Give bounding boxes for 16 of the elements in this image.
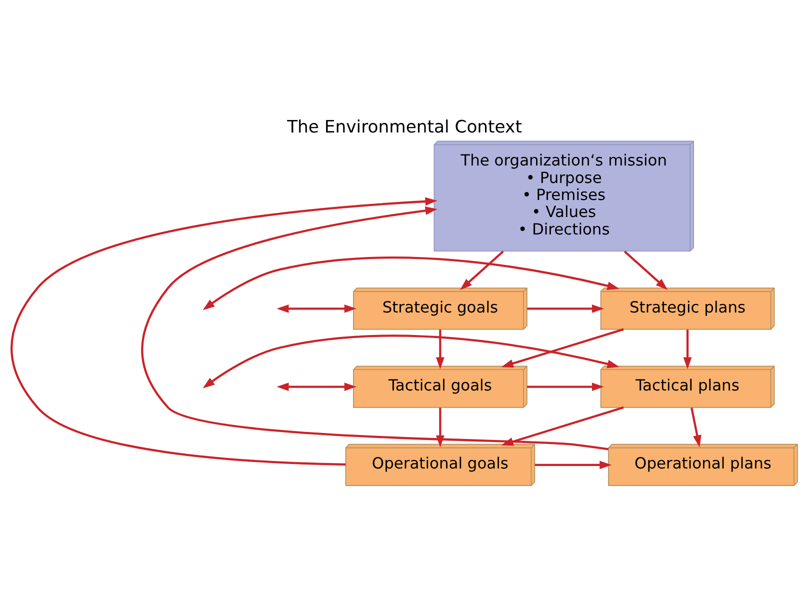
arrow xyxy=(624,250,668,290)
arrow xyxy=(501,328,624,368)
arrow xyxy=(527,382,604,392)
arrow xyxy=(436,330,444,370)
diagram-title: The Environmental Context xyxy=(287,118,522,138)
arrow xyxy=(683,330,692,370)
arrow xyxy=(534,460,612,470)
arrow xyxy=(276,382,356,392)
arrow xyxy=(202,256,620,310)
arrow xyxy=(202,334,620,388)
arrow xyxy=(690,408,702,448)
arrow xyxy=(10,197,438,466)
arrow xyxy=(276,304,356,313)
arrow xyxy=(141,206,608,450)
arrow xyxy=(527,304,604,313)
arrow xyxy=(460,250,504,290)
